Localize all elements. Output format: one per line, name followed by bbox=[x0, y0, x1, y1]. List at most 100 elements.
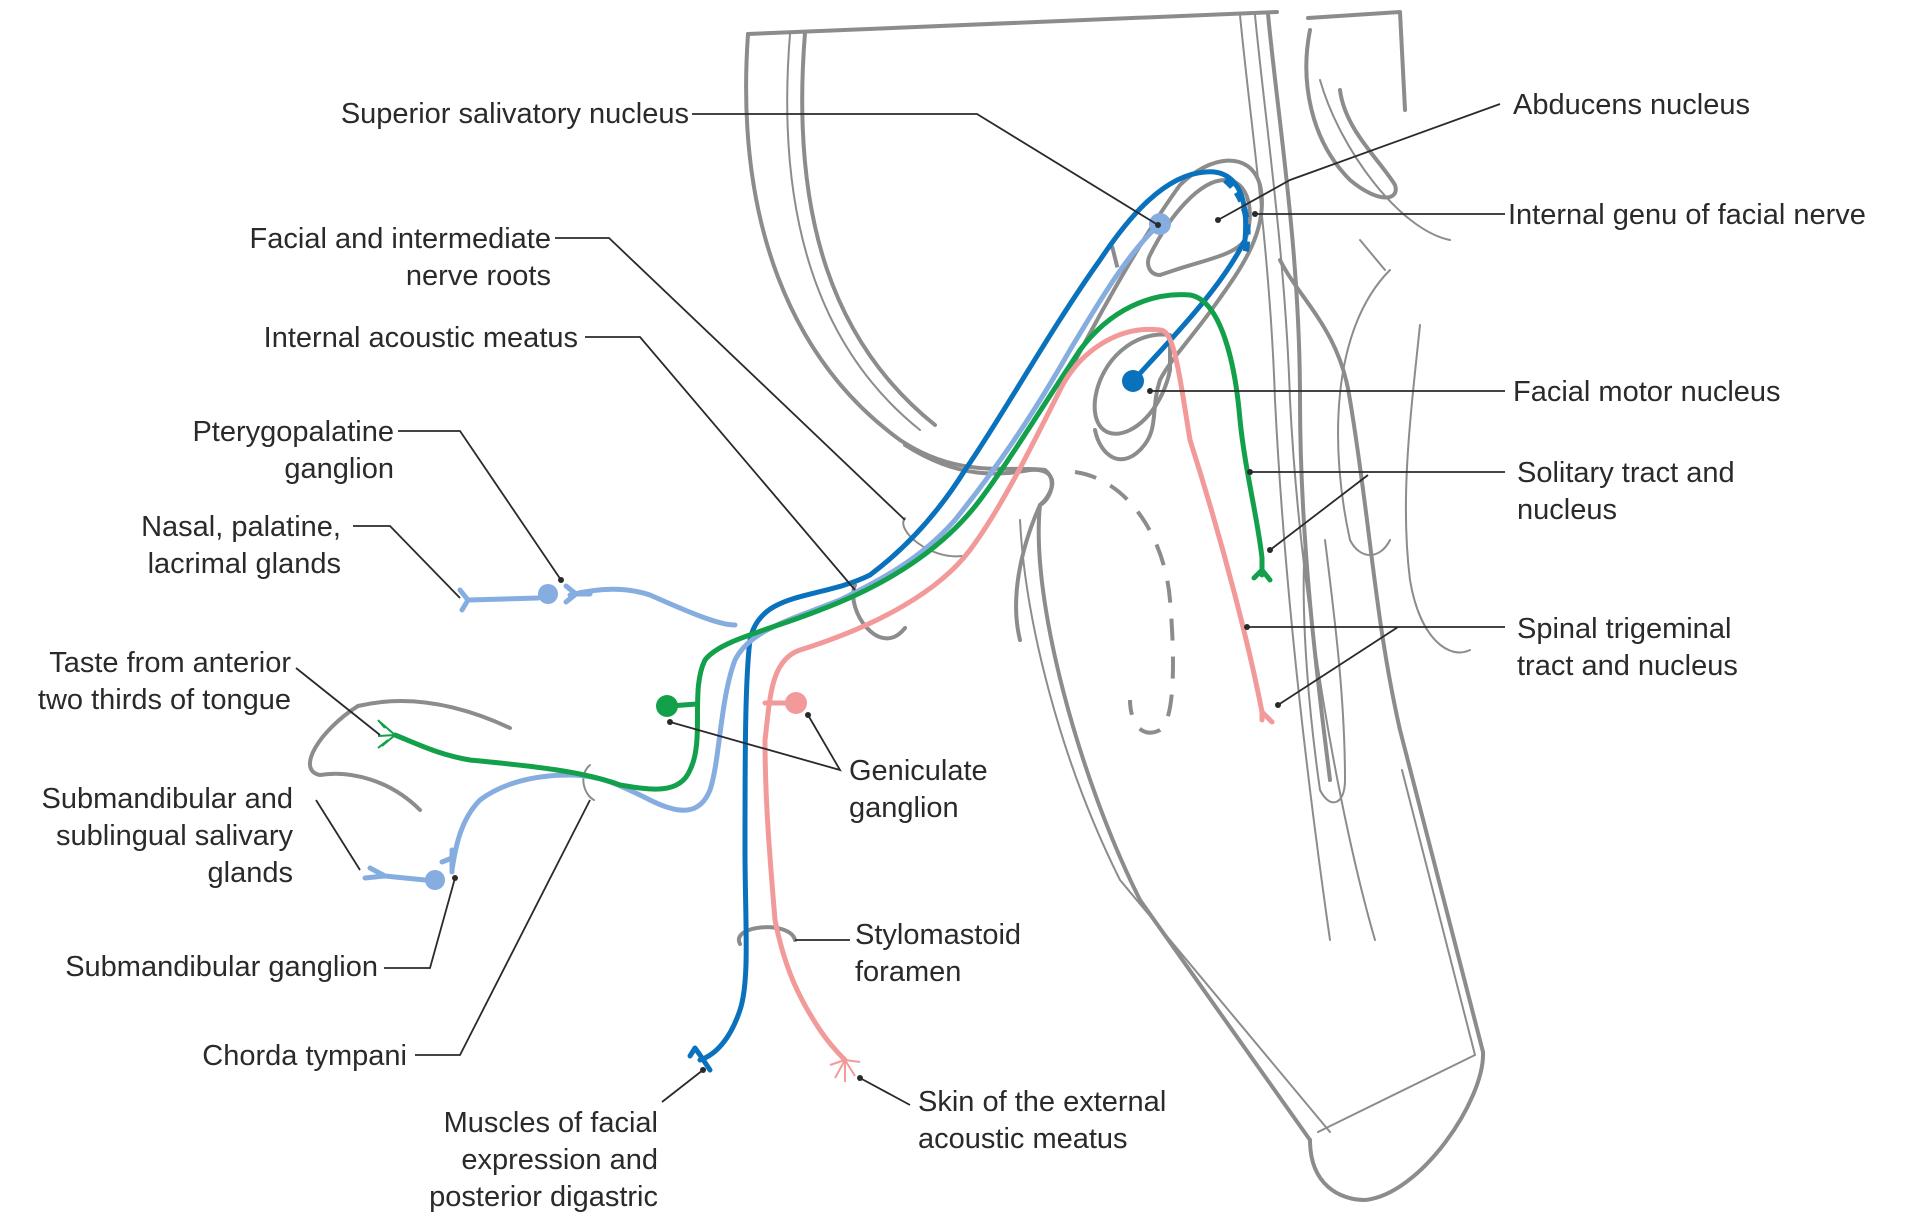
leader-skin bbox=[859, 1077, 911, 1106]
leader-chorda-tympani bbox=[415, 799, 591, 1056]
tongue-outline-top bbox=[356, 699, 512, 730]
facial-motor-nucleus-cell bbox=[1122, 370, 1144, 392]
geniculate-ganglion-sensory-cell bbox=[785, 692, 807, 714]
leader-dot bbox=[857, 1075, 863, 1081]
leader-spinal-trigeminal bbox=[1247, 626, 1505, 706]
leader-geniculate bbox=[669, 714, 842, 772]
brainstem-tract-3 bbox=[1266, 12, 1332, 782]
leader-dot bbox=[558, 577, 564, 583]
cranial-fossa-outer bbox=[744, 32, 1054, 507]
brainstem-tract-1 bbox=[1239, 14, 1331, 941]
tongue-outline bbox=[307, 704, 422, 812]
label-stylomastoid-foramen: foramen bbox=[855, 956, 961, 988]
pterygopalatine-synapse-fork bbox=[563, 583, 593, 605]
label-spinal-trigeminal-tract-nucleus: tract and nucleus bbox=[1517, 650, 1738, 682]
leader-superior-salivatory bbox=[692, 113, 1159, 226]
cerebellum-fold-4 bbox=[1404, 324, 1471, 654]
pterygopalatine-ganglion-cell bbox=[538, 584, 558, 604]
leader-pterygopalatine bbox=[398, 430, 562, 581]
label-facial-intermediate-roots: Facial and intermediate bbox=[250, 223, 551, 255]
label-pterygopalatine-ganglion: Pterygopalatine bbox=[192, 416, 394, 448]
leader-dot bbox=[805, 712, 811, 718]
leader-dot bbox=[1267, 547, 1273, 553]
taste-pathway bbox=[377, 292, 1273, 792]
label-spinal-trigeminal-tract-nucleus: Spinal trigeminal bbox=[1517, 613, 1731, 645]
label-muscles-facial-expression: Muscles of facial bbox=[444, 1107, 658, 1139]
labels: Superior salivatory nucleus Facial and i… bbox=[38, 89, 1866, 1213]
spinal-trigeminal-ending bbox=[1259, 709, 1275, 725]
label-solitary-tract-nucleus: Solitary tract and bbox=[1517, 457, 1735, 489]
label-submandibular-ganglion: Submandibular ganglion bbox=[65, 951, 378, 983]
label-submandibular-sublingual-glands: sublingual salivary bbox=[56, 820, 293, 852]
cerebellum-fold-3 bbox=[1337, 269, 1391, 556]
label-taste-anterior-tongue: Taste from anterior bbox=[49, 647, 291, 679]
dashed-upper bbox=[1110, 245, 1120, 271]
label-geniculate-ganglion: Geniculate bbox=[849, 755, 988, 787]
taste-receptor-endings bbox=[377, 719, 396, 749]
label-submandibular-sublingual-glands: Submandibular and bbox=[41, 783, 293, 815]
label-geniculate-ganglion: ganglion bbox=[849, 792, 959, 824]
leader-taste bbox=[295, 667, 381, 736]
leader-dot bbox=[1252, 211, 1258, 217]
anatomy-outlines bbox=[307, 10, 1486, 1202]
leader-dot bbox=[1275, 702, 1281, 708]
cerebellum-fold-1 bbox=[1304, 28, 1398, 200]
dashed-region-outline bbox=[1074, 470, 1175, 735]
geniculate-ganglion-taste-cell bbox=[656, 695, 678, 717]
leader-dot bbox=[452, 875, 458, 881]
label-skin-external-acoustic-meatus: acoustic meatus bbox=[918, 1123, 1128, 1155]
leader-nasal-glands bbox=[353, 525, 461, 599]
nerve-roots-ring bbox=[902, 517, 963, 558]
sensory-fiber bbox=[762, 326, 1265, 1063]
general-sensory-pathway bbox=[762, 326, 1275, 1082]
chorda-tympani-ring bbox=[582, 764, 595, 801]
leader-dot bbox=[1244, 624, 1250, 630]
label-submandibular-sublingual-glands: glands bbox=[208, 857, 293, 889]
label-superior-salivatory-nucleus: Superior salivatory nucleus bbox=[341, 98, 689, 130]
motor-fiber bbox=[697, 169, 1249, 1063]
muscle-ending-icon bbox=[687, 1045, 713, 1073]
lacrimal-postganglionic bbox=[457, 587, 541, 613]
submandibular-synapse-fork bbox=[439, 847, 455, 875]
section-top-edge bbox=[746, 10, 1279, 36]
skin-receptor-endings bbox=[829, 1059, 861, 1082]
salivary-postganglionic bbox=[362, 865, 428, 883]
leader-facial-roots bbox=[555, 237, 906, 521]
leader-submandibular-ganglion bbox=[384, 877, 456, 969]
leader-submandibular-glands bbox=[315, 799, 361, 871]
taste-fiber-central bbox=[392, 292, 1265, 792]
cranial-fossa-inner bbox=[786, 33, 921, 431]
label-skin-external-acoustic-meatus: Skin of the external bbox=[918, 1086, 1166, 1118]
facial-colliculus-outline bbox=[1048, 158, 1264, 462]
facial-motor-nucleus-shape bbox=[1092, 332, 1172, 436]
leader-internal-acoustic bbox=[585, 336, 856, 591]
branchial-motor-pathway bbox=[687, 169, 1251, 1073]
leader-dot bbox=[1147, 388, 1153, 394]
label-abducens-nucleus: Abducens nucleus bbox=[1513, 89, 1750, 121]
brainstem-left-inner bbox=[1019, 519, 1331, 1133]
brainstem-left-edge bbox=[1036, 503, 1312, 1142]
label-solitary-tract-nucleus: nucleus bbox=[1517, 494, 1617, 526]
label-pterygopalatine-ganglion: ganglion bbox=[284, 453, 394, 485]
stylomastoid-ring bbox=[736, 925, 797, 946]
parasympathetic-fiber-main bbox=[449, 221, 1163, 873]
leader-dot bbox=[667, 719, 673, 725]
solitary-tract-ending bbox=[1251, 555, 1273, 583]
leader-muscles bbox=[661, 1069, 704, 1103]
section-top-edge-right bbox=[1306, 10, 1407, 112]
cranial-fossa-inner2 bbox=[800, 31, 937, 427]
label-internal-genu: Internal genu of facial nerve bbox=[1508, 199, 1866, 231]
genu-dashed-segment bbox=[1223, 177, 1251, 256]
leader-dot bbox=[700, 1067, 706, 1073]
leader-dot bbox=[1215, 217, 1221, 223]
leader-abducens bbox=[1217, 103, 1501, 221]
label-muscles-facial-expression: posterior digastric bbox=[429, 1181, 658, 1213]
label-internal-acoustic-meatus: Internal acoustic meatus bbox=[264, 322, 578, 354]
leader-dot bbox=[1247, 469, 1253, 475]
label-facial-intermediate-roots: nerve roots bbox=[406, 260, 551, 292]
cerebellum-fold-5 bbox=[1359, 239, 1386, 271]
label-muscles-facial-expression: expression and bbox=[461, 1144, 658, 1176]
label-nasal-palatine-lacrimal-glands: lacrimal glands bbox=[148, 548, 341, 580]
inferior-olive-outline bbox=[1302, 539, 1347, 804]
label-taste-anterior-tongue: two thirds of tongue bbox=[38, 684, 291, 716]
